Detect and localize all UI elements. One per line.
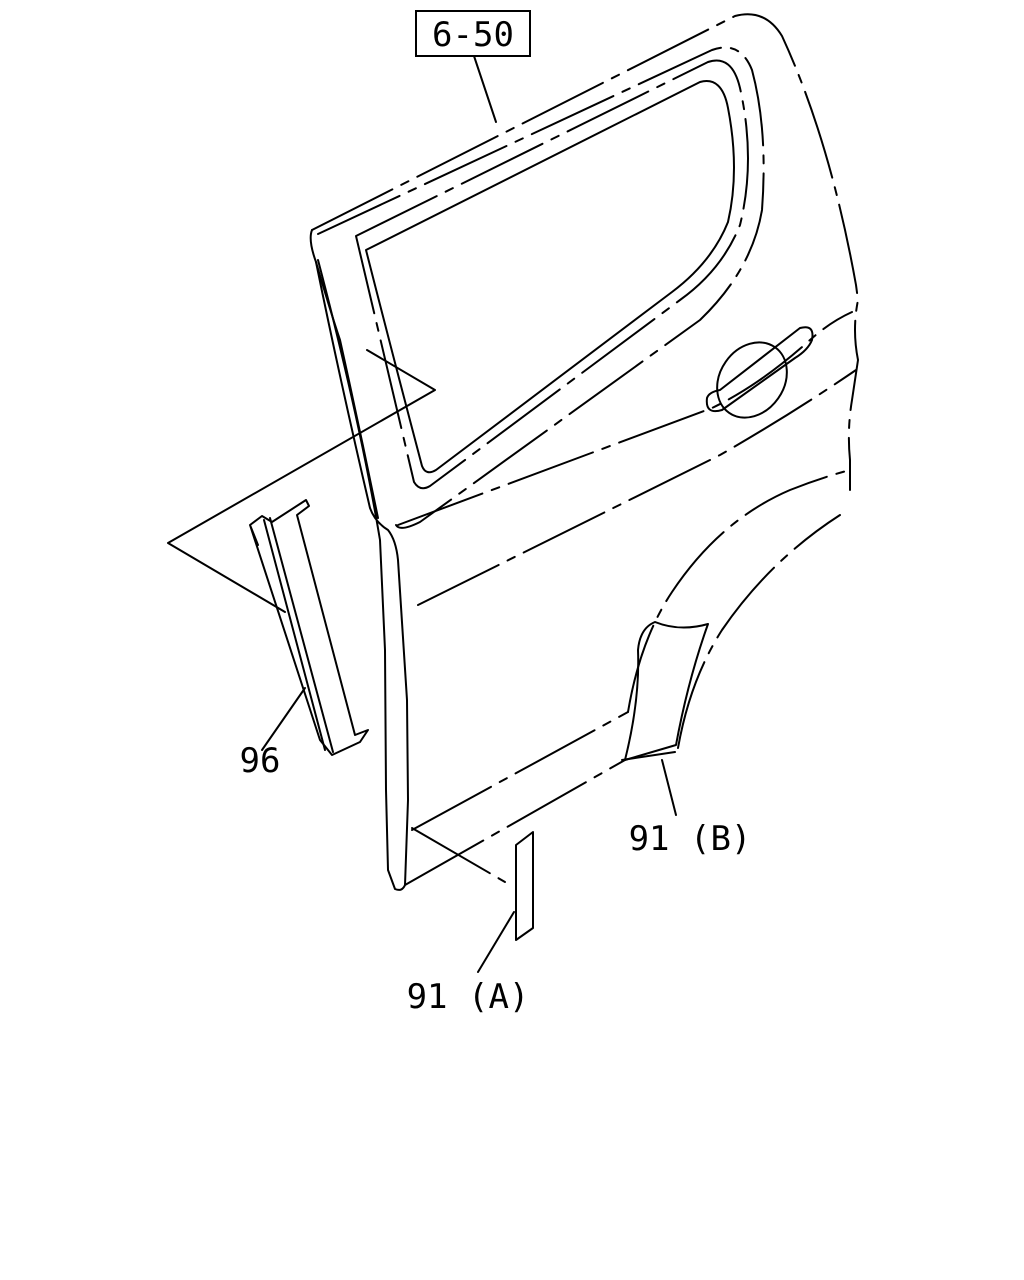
door-handle-cup [716,341,788,419]
part-96-label[interactable]: 96 [240,741,281,781]
door-sill-line [411,711,629,831]
garnish-96-inner-2 [269,517,334,753]
door-bottom-edge [404,759,626,886]
section-line-upper [167,349,436,613]
window-glass-inner [365,80,735,474]
reference-label[interactable]: 6-50 [432,15,514,55]
trim-91b-shape [624,621,709,761]
door-front-inner-edge [315,261,379,519]
leader-line-96 [261,687,306,751]
door-handle-recess [705,326,814,413]
door-front-edge [309,229,409,891]
strip-91a-shape [515,831,534,941]
garnish-96-outline [249,499,369,756]
window-outer-line [317,46,765,529]
door-character-line [417,369,857,606]
wheel-arch-inner [677,514,841,749]
garnish-96-inner-1 [263,519,326,751]
door-panel [309,13,859,891]
door-outer-edge [311,13,859,491]
part-91b-label[interactable]: 91 (B) [629,819,752,859]
window-glass-outline [355,59,749,490]
wheel-arch [627,469,851,713]
trim-91b-edge [621,751,676,761]
section-line-lower [411,827,506,883]
leader-line-91a [477,911,515,973]
leader-line-91b [661,759,677,816]
door-belt-line [397,311,853,526]
part-91a-label[interactable]: 91 (A) [407,977,530,1017]
reference-box [415,10,531,57]
leader-line-6-50 [473,55,497,123]
garnish-96 [249,499,369,756]
window-frame [317,46,765,529]
door-handle [705,326,814,419]
